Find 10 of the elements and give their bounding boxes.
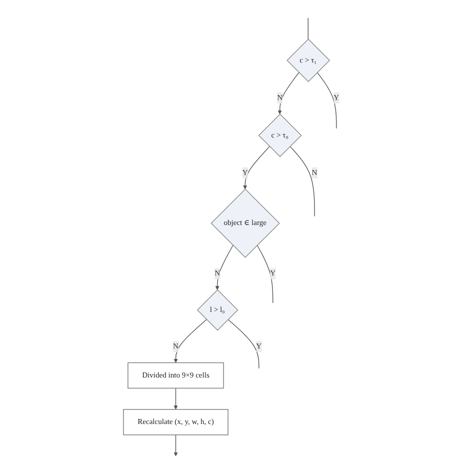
- arrow: [243, 146, 270, 190]
- arrow: [174, 319, 207, 363]
- connector: [256, 244, 274, 304]
- connector: [316, 72, 337, 129]
- arrow: [215, 244, 234, 290]
- arrow: [278, 72, 300, 114]
- arrow: [174, 388, 178, 410]
- arrow: [174, 434, 178, 456]
- connector: [290, 146, 315, 217]
- connector: [228, 319, 260, 369]
